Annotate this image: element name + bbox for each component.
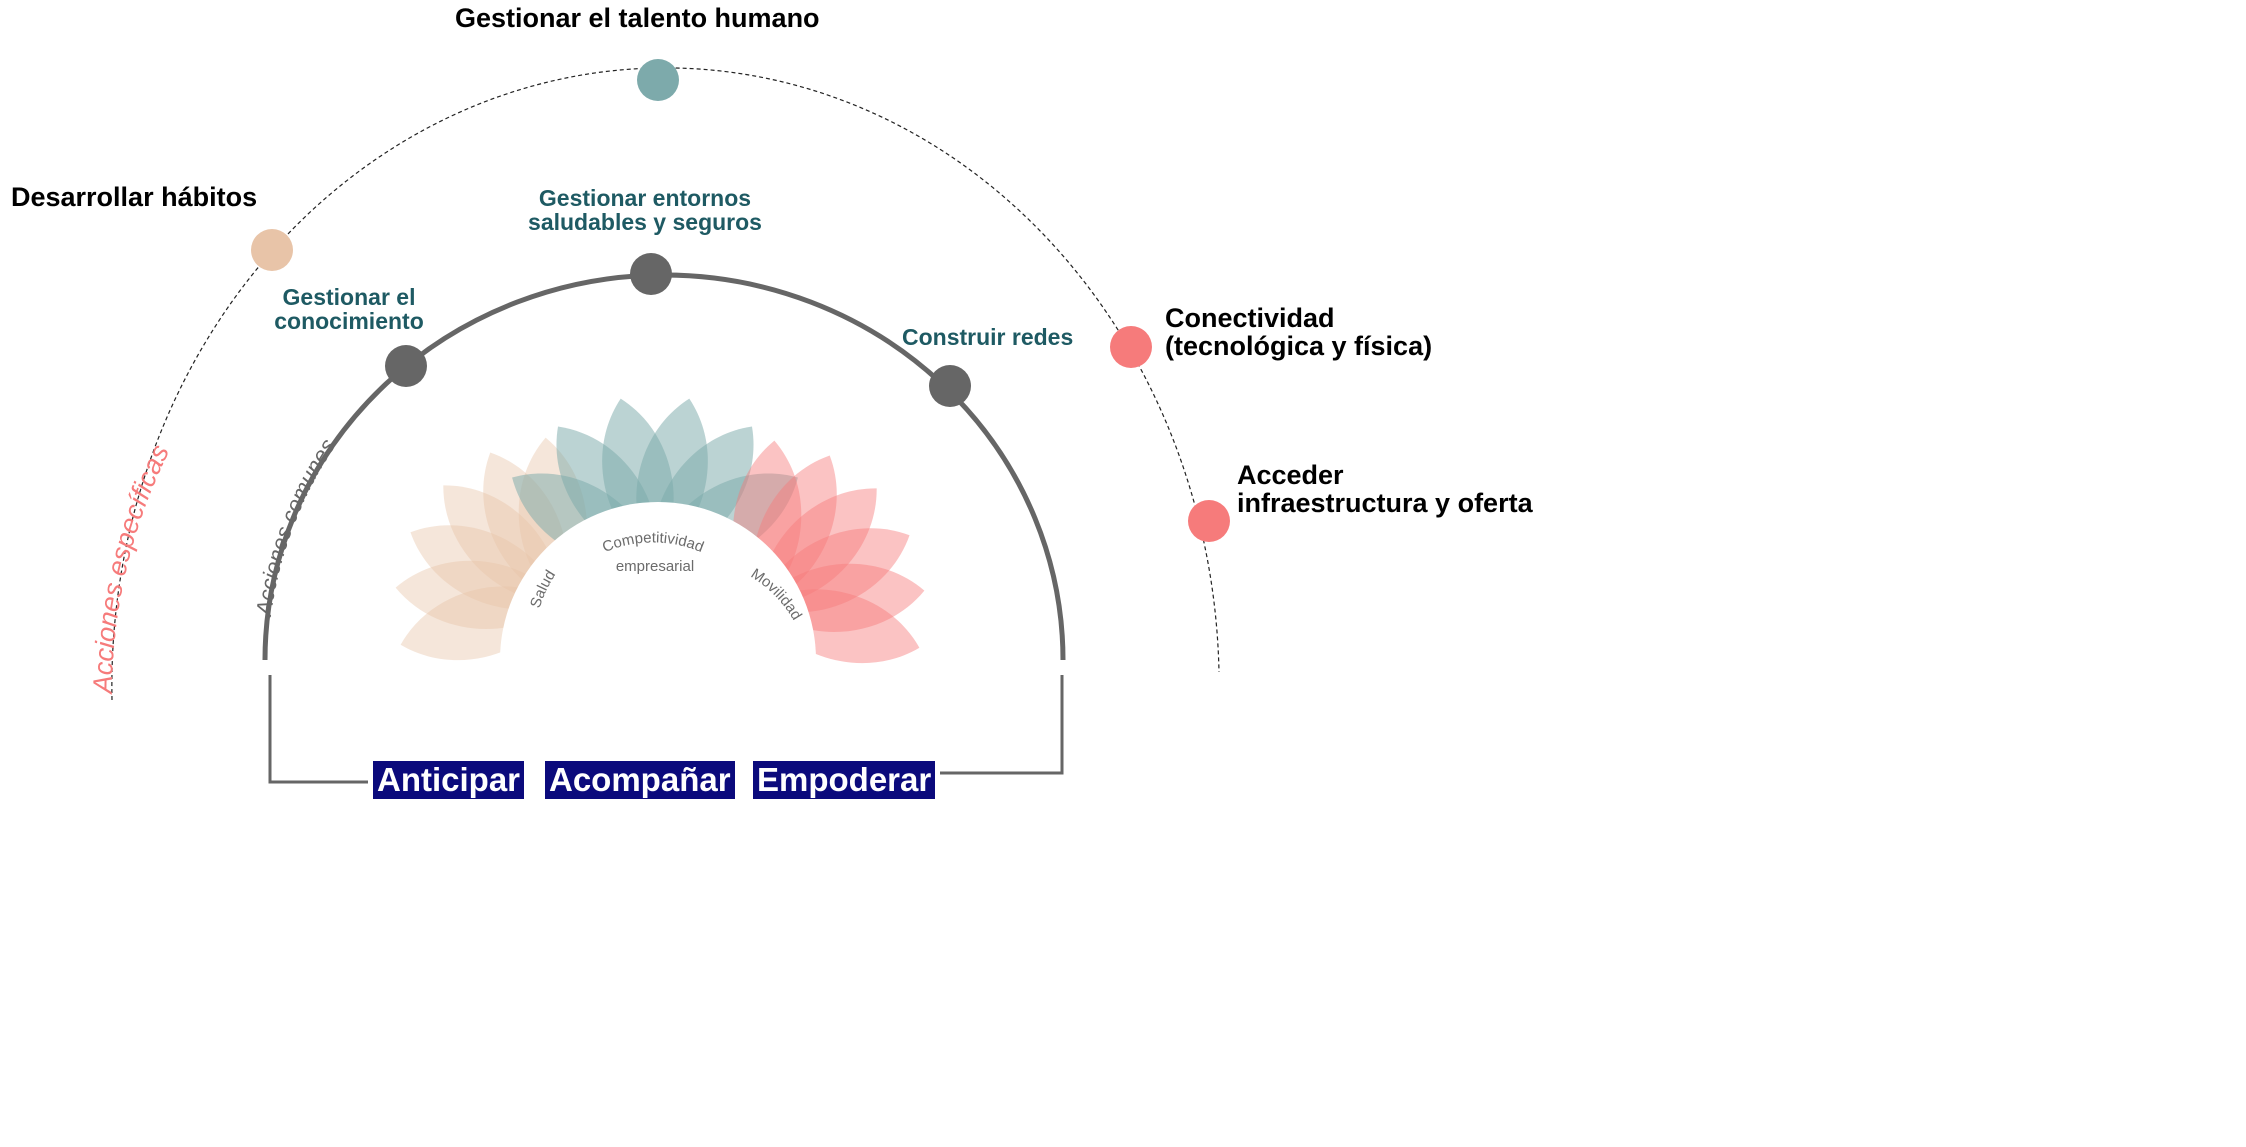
- node-talento: [637, 59, 679, 101]
- node-entornos: [630, 253, 672, 295]
- label-conectividad: Conectividad (tecnológica y física): [1165, 304, 1432, 361]
- node-habitos: [251, 229, 293, 271]
- node-conectividad: [1110, 326, 1152, 368]
- core-empresarial-label: empresarial: [616, 558, 694, 575]
- label-acciones-comunes: Acciones comunes: [251, 434, 340, 619]
- label-conocimiento-line2: conocimiento: [274, 308, 424, 335]
- node-acceder: [1188, 500, 1230, 542]
- node-redes: [929, 365, 971, 407]
- pillar-empoderar: Empoderar: [753, 761, 936, 799]
- label-habitos: Desarrollar hábitos: [11, 182, 258, 212]
- label-acceder: Acceder infraestructura y oferta: [1237, 461, 1533, 518]
- core-center: [500, 502, 816, 660]
- core-flower: [391, 391, 929, 681]
- pillars-bracket: [268, 675, 1064, 784]
- outer-dashed-arc: [111, 67, 1220, 701]
- pillar-acompanar: Acompañar: [545, 761, 735, 799]
- label-conocimiento: Gestionar el conocimiento: [258, 285, 440, 333]
- label-entornos-line1: Gestionar entornos: [538, 185, 752, 211]
- label-conectividad-line1: Conectividad: [1165, 303, 1335, 333]
- label-redes: Construir redes: [902, 324, 1074, 350]
- pillar-anticipar: Anticipar: [373, 761, 525, 799]
- label-acceder-line2: infraestructura y oferta: [1237, 488, 1533, 519]
- label-conocimiento-line1: Gestionar el: [282, 284, 416, 310]
- label-acceder-line1: Acceder: [1237, 460, 1344, 490]
- node-conocimiento: [385, 345, 427, 387]
- label-talento: Gestionar el talento humano: [455, 3, 820, 33]
- label-entornos: Gestionar entornos saludables y seguros: [512, 186, 778, 234]
- label-acciones-especificas: Acciones específicas: [88, 440, 175, 696]
- label-conectividad-line2: (tecnológica y física): [1165, 331, 1433, 362]
- diagram-canvas: Salud Competitividad empresarial Movilid…: [88, 59, 1230, 784]
- label-entornos-line2: saludables y seguros: [528, 209, 762, 236]
